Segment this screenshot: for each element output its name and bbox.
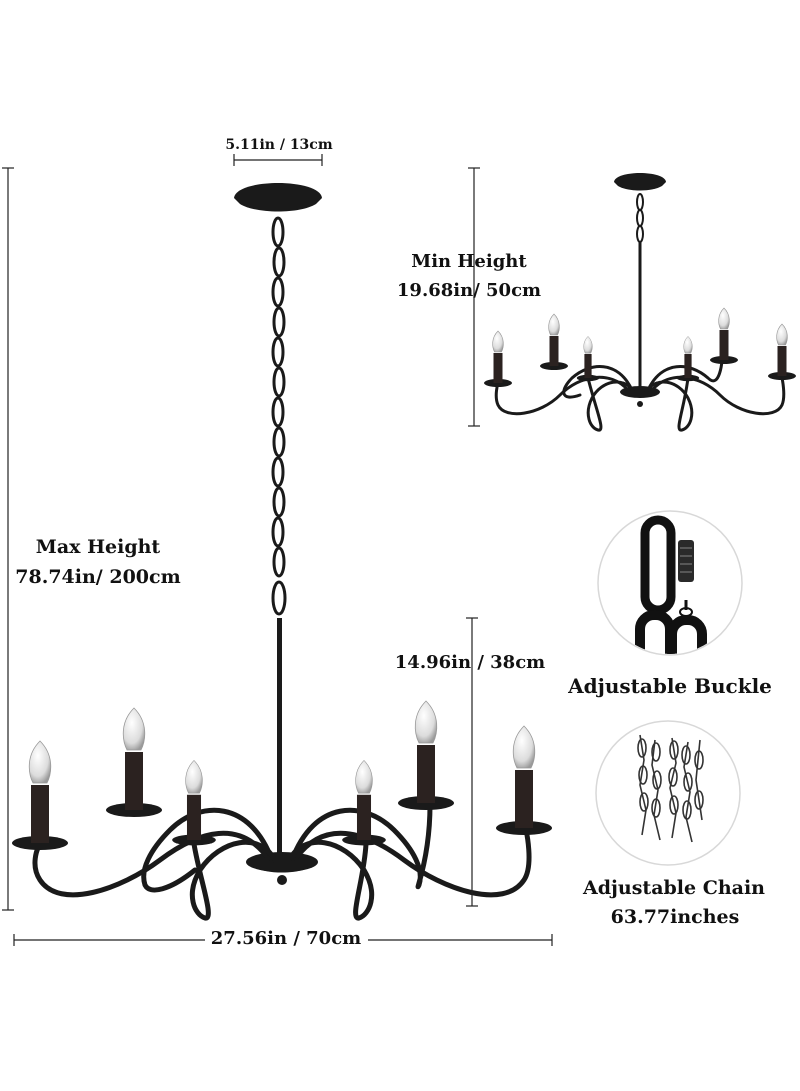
adjustable-chain-label: Adjustable Chain <box>583 877 765 899</box>
min-height-dimension-line <box>468 167 480 427</box>
max-height-value: 78.74in/ 200cm <box>15 566 181 588</box>
min-height-value: 19.68in/ 50cm <box>396 280 542 301</box>
buckle-detail-circle <box>597 510 743 656</box>
body-height-label: 14.96in / 38cm <box>394 652 546 673</box>
max-height-title: Max Height <box>35 536 161 558</box>
total-width-dimension-line <box>13 934 553 946</box>
canopy-width-bracket <box>233 154 323 166</box>
chain-detail-circle <box>595 720 741 866</box>
main-chandelier <box>11 183 553 921</box>
max-height-dimension-line <box>2 167 14 911</box>
canopy-width-label: 5.11in / 13cm <box>225 137 333 153</box>
chain-icon <box>637 734 704 843</box>
chain-length-label: 63.77inches <box>610 906 740 928</box>
total-width-label: 27.56in / 70cm <box>210 928 362 949</box>
adjustable-buckle-label: Adjustable Buckle <box>568 674 772 698</box>
body-height-dimension-line <box>466 617 478 907</box>
buckle-icon <box>635 515 707 654</box>
min-height-title: Min Height <box>411 251 527 272</box>
min-height-chandelier <box>483 173 797 432</box>
